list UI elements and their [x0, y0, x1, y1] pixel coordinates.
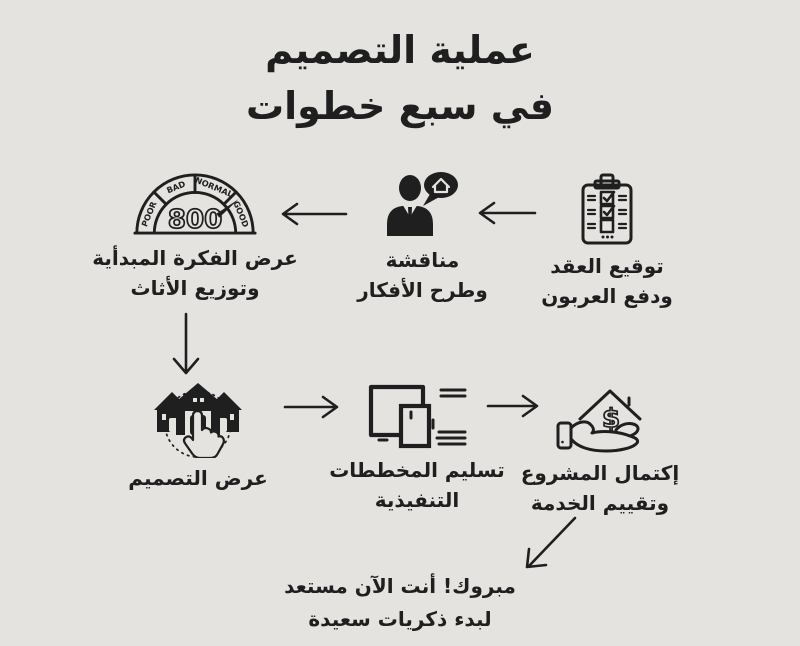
score-gauge-icon: POOR BAD NORMAL GOOD 800: [133, 173, 257, 236]
person-speech-bubble-icon: [386, 172, 458, 236]
arrow-down-left-icon: [525, 516, 577, 569]
arrow-right-icon: [283, 395, 339, 419]
arrow-idea-to-design: [168, 312, 204, 380]
step-label-line2: وتقييم الخدمة: [530, 491, 670, 515]
arrow-down-icon: [172, 312, 200, 375]
arrow-contract-to-discussion: [475, 197, 539, 229]
houses-click-icon: [154, 383, 242, 458]
page-title-line1: عملية التصميم: [265, 28, 535, 72]
step-label-line1: عرض التصميم: [128, 466, 268, 490]
congrats-line2: لبدء ذكريات سعيدة: [308, 607, 492, 631]
step-design-presentation: عرض التصميم: [108, 374, 288, 493]
page-title-line2: في سبع خطوات: [245, 84, 555, 128]
congrats-text: مبروك! أنت الآن مستعد لبدء ذكريات سعيدة: [0, 570, 800, 636]
step-label-line1: توقيع العقد: [550, 254, 664, 278]
step-discussion: مناقشة وطرح الأفكار: [335, 170, 510, 305]
congrats-line1: مبروك! أنت الآن مستعد: [284, 574, 516, 598]
arrow-completion-to-finale: [519, 514, 581, 574]
arrow-left-icon: [478, 201, 537, 225]
step-plans-delivery: تسليم المخططات التنفيذية: [329, 382, 505, 515]
floor-plan-icon: [368, 384, 467, 449]
step-initial-idea: POOR BAD NORMAL GOOD 800 عرض الفكرة المب…: [90, 172, 300, 303]
pointer-hand-icon: [182, 409, 225, 458]
gauge-needle: [216, 199, 239, 218]
arrow-design-to-plans: [281, 391, 341, 423]
arrow-discussion-to-idea: [278, 197, 350, 231]
step-label-line1: إكتمال المشروع: [520, 461, 680, 485]
step-label-line1: عرض الفكرة المبدأية: [92, 246, 298, 270]
arrow-left-icon: [281, 202, 348, 226]
dollar-symbol: $: [602, 404, 620, 434]
clipboard-checklist-icon: [581, 173, 633, 245]
step-sign-contract: توقيع العقد ودفع العربون: [517, 172, 697, 311]
step-label-line1: مناقشة: [385, 248, 460, 272]
hand-dollar-house-icon: $: [556, 389, 642, 453]
arrow-right-icon: [486, 394, 539, 418]
gauge-value: 800: [168, 205, 223, 235]
step-label-line1: تسليم المخططات: [329, 458, 505, 482]
step-label-line2: ودفع العربون: [541, 284, 673, 308]
step-label-line2: وطرح الأفكار: [357, 278, 488, 302]
arrow-plans-to-completion: [485, 390, 541, 422]
step-label-line2: وتوزيع الأثاث: [130, 276, 260, 300]
step-label-line2: التنفيذية: [374, 488, 460, 512]
page-title: عملية التصميم في سبع خطوات: [0, 22, 800, 134]
step-project-completion: $ إكتمال المشروع وتقييم الخدمة: [512, 379, 688, 518]
